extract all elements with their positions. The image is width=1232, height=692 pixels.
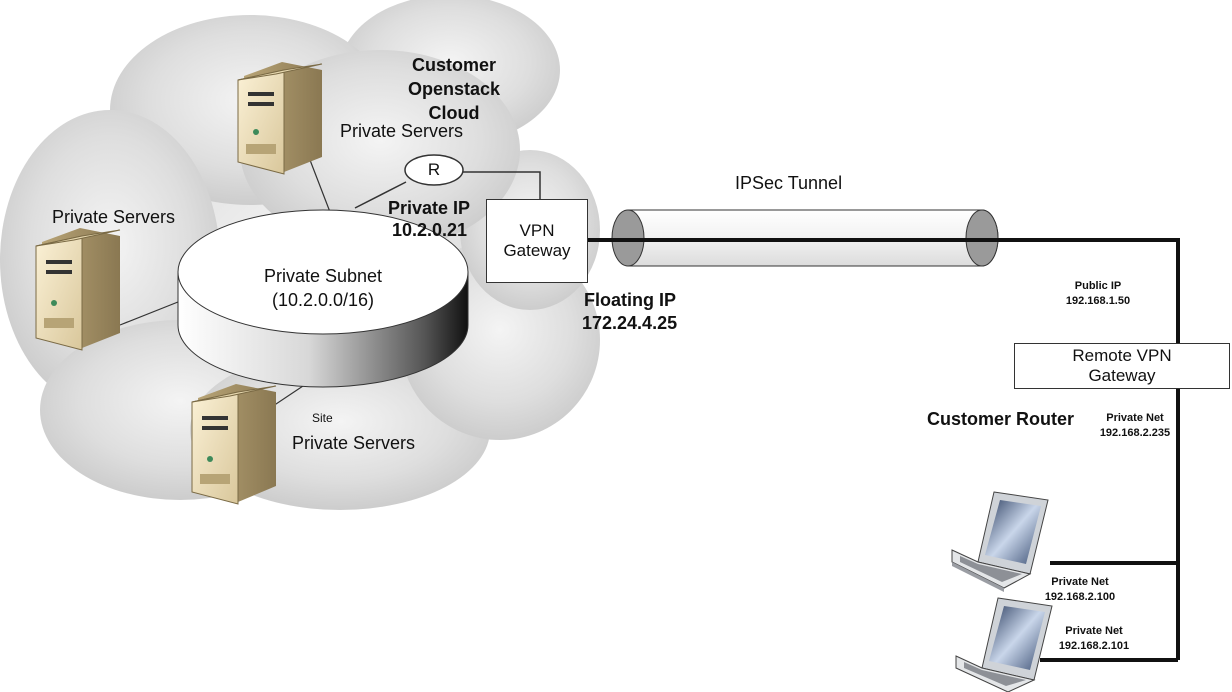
floating-ip-value: 172.24.4.25 [582, 313, 678, 333]
subnet-name: Private Subnet [263, 266, 383, 286]
net-label: Private Net [1065, 625, 1123, 637]
customer-router-label: Customer Router [927, 409, 1075, 429]
wan-connection [588, 238, 1180, 662]
router-circle [404, 154, 464, 186]
server-tower-top [237, 62, 323, 175]
floating-ip-label: Floating IP [584, 290, 676, 310]
public-ip-value: 192.168.1.50 [1065, 295, 1131, 307]
private-subnet-disc [177, 209, 469, 388]
net-label: Private Net [1051, 576, 1109, 588]
net-value: 192.168.2.101 [1058, 640, 1130, 652]
cloud-title-line: Customer [411, 55, 496, 75]
router-symbol: R [427, 160, 441, 179]
private-subnet-label: Private Subnet (10.2.0.0/16) [243, 264, 403, 312]
ipsec-tunnel-label: IPSec Tunnel [735, 173, 843, 193]
laptop-2-net: Private Net 192.168.2.101 [1050, 624, 1138, 654]
floating-ip: Floating IP 172.24.4.25 [582, 289, 677, 335]
net-value: 192.168.2.100 [1044, 591, 1116, 603]
remote-gateway-line: Remote VPN [1072, 346, 1172, 365]
public-ip-label: Public IP [1074, 280, 1122, 292]
vpn-gateway-box: VPN Gateway [486, 199, 588, 283]
cloud-title-line: Cloud [428, 103, 480, 123]
server-tower-bottom [191, 384, 277, 505]
vpn-gateway-line: Gateway [503, 241, 571, 260]
remote-vpn-gateway-box: Remote VPN Gateway [1014, 343, 1230, 389]
private-ip-value: 10.2.0.21 [392, 220, 468, 240]
laptop-icon [955, 597, 1053, 692]
private-ip: Private IP 10.2.0.21 [388, 197, 470, 241]
public-ip: Public IP 192.168.1.50 [1058, 279, 1138, 309]
private-ip-label: Private IP [388, 198, 471, 218]
servers-site-label: Site [312, 411, 333, 425]
laptop-1-net: Private Net 192.168.2.100 [1036, 575, 1124, 605]
net-label: Private Net [1106, 412, 1164, 424]
net-value: 192.168.2.235 [1099, 427, 1171, 439]
servers-bottom-label: Private Servers [292, 433, 416, 453]
router-links [354, 171, 541, 209]
servers-top-label: Private Servers [340, 121, 464, 141]
cloud-title-line: Openstack [407, 79, 501, 99]
customer-router-net: Private Net 192.168.2.235 [1092, 411, 1178, 441]
laptop-icon [951, 491, 1049, 592]
vpn-gateway-line: VPN [519, 220, 555, 240]
subnet-cidr: (10.2.0.0/16) [271, 290, 375, 310]
remote-gateway-line: Gateway [1088, 366, 1156, 385]
server-tower-left [35, 228, 121, 351]
cloud-title: Customer Openstack Cloud [398, 53, 510, 125]
servers-left-label: Private Servers [52, 207, 176, 227]
